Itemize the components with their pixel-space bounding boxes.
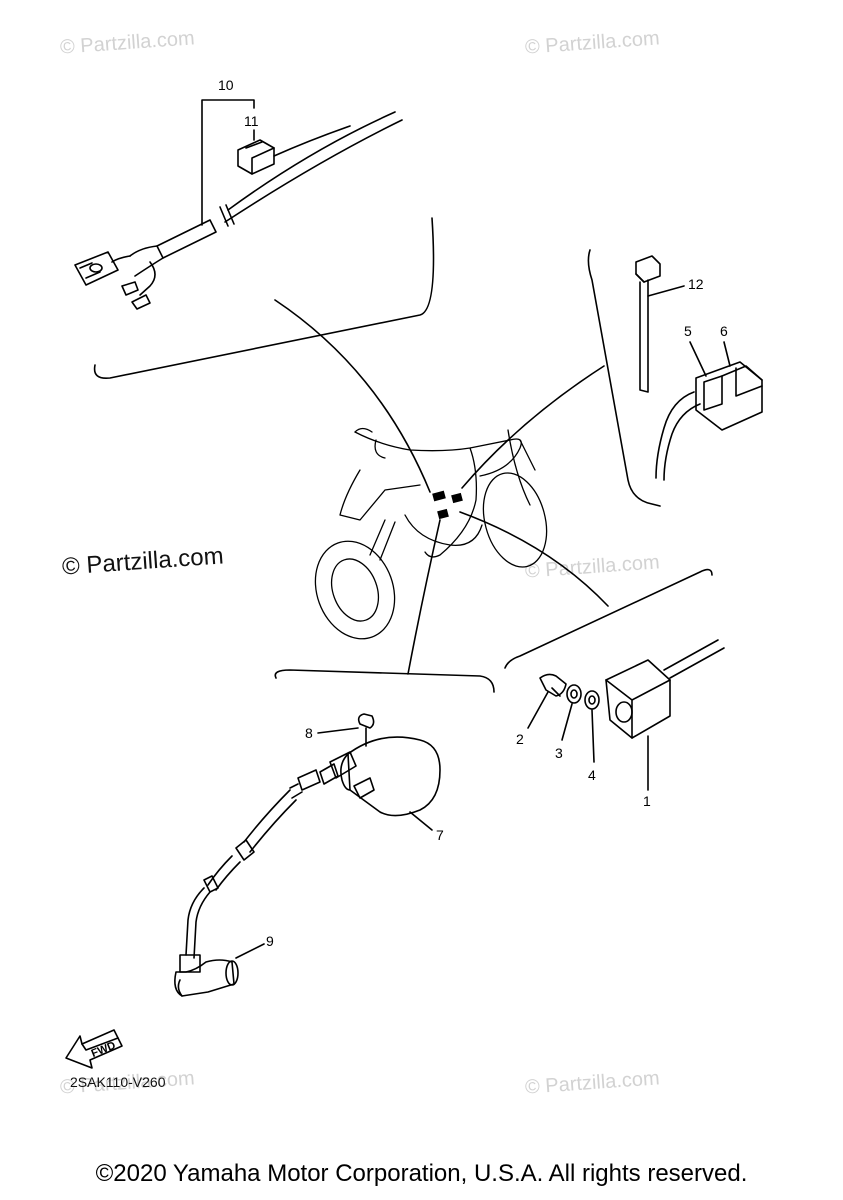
callout-8: 8: [305, 725, 359, 741]
cdi-unit: [539, 639, 725, 739]
copyright-notice: ©2020 Yamaha Motor Corporation, U.S.A. A…: [95, 1160, 748, 1187]
location-markers: [432, 490, 463, 520]
location-leaders: [274, 299, 609, 675]
svg-text:2: 2: [516, 731, 524, 747]
svg-text:12: 12: [688, 276, 704, 292]
callout-6: 6: [720, 323, 731, 367]
bracket-relay: [587, 249, 661, 507]
svg-text:11: 11: [244, 113, 259, 129]
svg-text:10: 10: [218, 77, 234, 93]
svg-text:1: 1: [643, 793, 651, 809]
svg-text:9: 9: [266, 933, 274, 949]
svg-text:4: 4: [588, 767, 596, 783]
callout-2: 2: [516, 691, 549, 747]
cable-tie: [635, 255, 661, 393]
callout-3: 3: [555, 703, 573, 761]
motorcycle-silhouette: [314, 427, 548, 640]
callout-5: 5: [684, 323, 707, 377]
high-tension-lead: [179, 769, 321, 973]
callout-11: 11: [244, 113, 259, 141]
callout-4: 4: [588, 709, 596, 783]
svg-text:6: 6: [720, 323, 728, 339]
ignition-coil: [319, 713, 441, 817]
callout-1: 1: [643, 735, 651, 809]
svg-text:3: 3: [555, 745, 563, 761]
bracket-ignition: [274, 669, 495, 693]
bracket-harness: [93, 217, 435, 380]
wire-harness: [74, 111, 403, 310]
callout-12: 12: [647, 276, 704, 297]
callout-7: 7: [409, 811, 444, 843]
svg-text:5: 5: [684, 323, 692, 339]
callout-10: 10: [201, 77, 255, 226]
bracket-cdi: [504, 568, 713, 669]
svg-text:8: 8: [305, 725, 313, 741]
callout-9: 9: [235, 933, 274, 959]
coupler-5-6: [655, 361, 763, 481]
spark-plug-cap: [174, 959, 239, 997]
svg-text:7: 7: [436, 827, 444, 843]
fwd-arrow: FWD: [65, 1029, 123, 1069]
diagram-code: 2SAK110-V260: [70, 1074, 166, 1090]
